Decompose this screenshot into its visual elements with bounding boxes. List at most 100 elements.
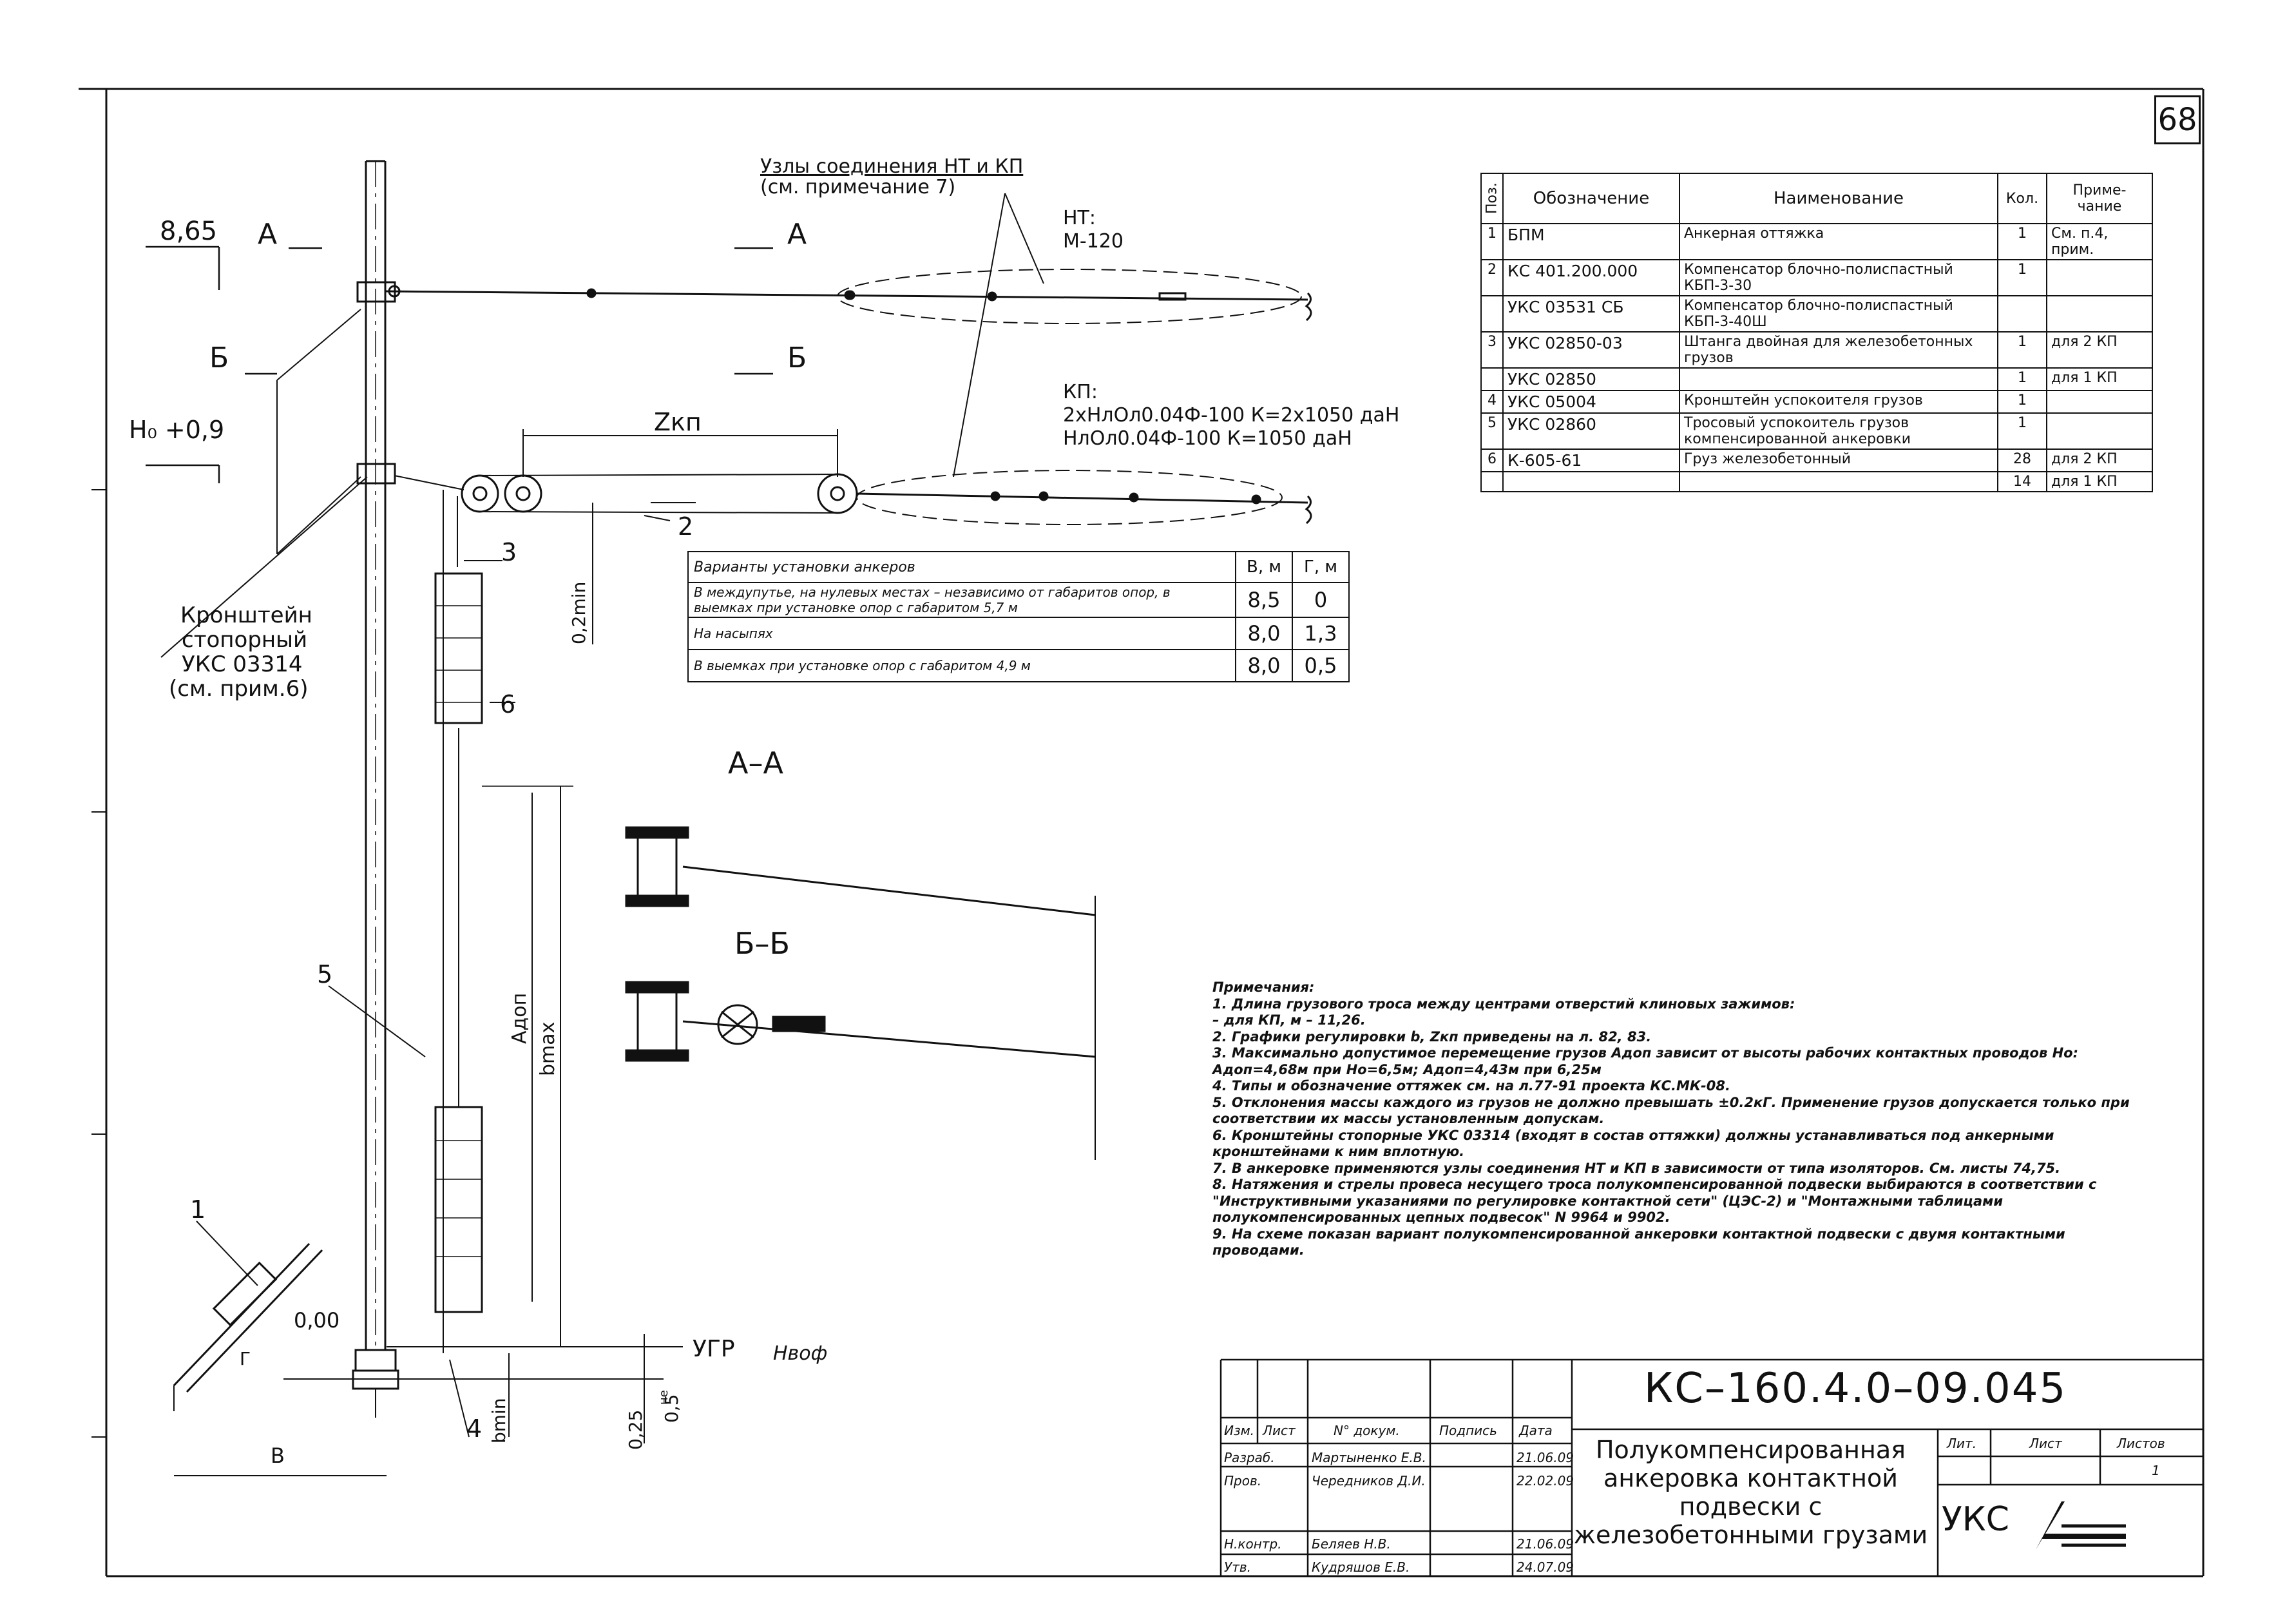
label-sec-b-right: Б: [787, 342, 807, 374]
note-item: 1. Длина грузового троса между центрами …: [1212, 996, 1795, 1012]
label-pos3: 3: [501, 538, 517, 566]
tb-role-date: 21.06.09: [1516, 1536, 1574, 1552]
spec-cell-note: [2046, 295, 2153, 333]
spec-cell-qty: 1: [1997, 390, 2047, 414]
variants-cell-g: 0,5: [1292, 649, 1350, 682]
spec-cell-name: Кронштейн успокоителя грузов: [1679, 390, 1998, 414]
spec-cell-qty: 14: [1997, 471, 2047, 492]
spec-cell-pos: 4: [1480, 390, 1504, 414]
variants-cell-v: 8,5: [1235, 582, 1293, 618]
note-item: 2. Графики регулировки b, Zкп приведены …: [1212, 1028, 1652, 1045]
guy-wire-top: [276, 309, 361, 381]
spec-cell-name: Груз железобетонный: [1679, 448, 1998, 472]
spec-cell-pos: [1480, 295, 1504, 333]
org-name: УКС: [1942, 1500, 2009, 1539]
tb-listov-val: 1: [2152, 1463, 2160, 1478]
tb-role-role: Пров.: [1224, 1473, 1262, 1489]
spec-cell-qty: 1: [1997, 331, 2047, 369]
variants-cell-v: 8,0: [1235, 617, 1293, 650]
label-kp-wire-1: 2хНлОл0.04Ф-100 К=2х1050 даН: [1063, 404, 1399, 427]
spec-table: Поз. Обозначение Наименование Кол. Приме…: [1480, 173, 2153, 492]
label-hvof: Нвоф: [773, 1342, 827, 1365]
spec-cell-name: Компенсатор блочно-полиспастный КБП-3-30: [1679, 259, 1998, 296]
spec-cell-name: [1679, 471, 1998, 492]
tb-role-name: Мартыненко Е.В.: [1312, 1450, 1426, 1465]
spec-cell-note: для 2 КП: [2046, 331, 2153, 369]
tb-role-name: Кудряшов Е.В.: [1312, 1559, 1410, 1575]
label-ht-nodes-1: Узлы соединения НТ и КП: [760, 155, 1023, 178]
label-dim-05: 0,5: [661, 1394, 682, 1423]
label-pos5: 5: [317, 960, 332, 988]
position-leaders: [160, 476, 696, 1438]
spec-cell-name: Штанга двойная для железобетонных грузов: [1679, 331, 1998, 369]
spec-header-qty: Кол.: [1997, 173, 2047, 224]
label-ht-title: НТ:: [1063, 207, 1096, 229]
label-level-h0: Н₀ +0,9: [129, 416, 224, 444]
variants-cell-v: 8,0: [1235, 649, 1293, 682]
label-bracket-2: стопорный: [182, 627, 307, 653]
spec-cell-name: Анкерная оттяжка: [1679, 223, 1998, 260]
label-bracket-3: УКС 03314: [182, 651, 303, 677]
label-pos6: 6: [500, 690, 515, 718]
note-item: 5. Отклонения массы каждого из грузов не…: [1212, 1094, 2130, 1127]
note-item: 6. Кронштейны стопорные УКС 03314 (входя…: [1212, 1127, 2054, 1160]
ht-wire-break: [1305, 292, 1312, 322]
view-aa-detail: [625, 826, 1096, 1160]
anchor-assembly: [173, 1242, 387, 1476]
tb-col-doc: N° докум.: [1334, 1423, 1400, 1438]
kp-joint-ellipse: [856, 470, 1283, 525]
tb-role-name: Чередников Д.И.: [1312, 1473, 1426, 1489]
note-item: – для КП, м – 11,26.: [1212, 1012, 1366, 1028]
spec-cell-code: К-605-61: [1502, 448, 1680, 472]
tb-role-role: Н.контр.: [1224, 1536, 1282, 1552]
spec-cell-note: См. п.4, прим.: [2046, 223, 2153, 260]
pole: [365, 160, 387, 1350]
foundation: [283, 1349, 664, 1418]
spec-cell-code: УКС 02850-03: [1502, 331, 1680, 369]
spec-cell-code: УКС 05004: [1502, 390, 1680, 414]
spec-cell-pos: 5: [1480, 412, 1504, 450]
note-item: 8. Натяжения и стрелы провеса несущего т…: [1212, 1177, 2097, 1225]
kp-wire-break: [1305, 495, 1312, 525]
tb-col-sign: Подпись: [1439, 1423, 1497, 1438]
spec-cell-code: [1502, 471, 1680, 492]
label-sec-b-left: Б: [209, 342, 229, 374]
spec-cell-pos: [1480, 471, 1504, 492]
spec-cell-name: Тросовый успокоитель грузов компенсирова…: [1679, 412, 1998, 450]
label-level-000: 0,00: [294, 1308, 340, 1333]
drawing-title: Полукомпенсированная анкеровка контактно…: [1573, 1436, 1928, 1549]
spec-cell-qty: 1: [1997, 367, 2047, 391]
leader-nodes-1: [953, 193, 1006, 477]
spec-cell-note: [2046, 390, 2153, 414]
tb-lit: Лит.: [1947, 1436, 1977, 1451]
spec-cell-note: [2046, 412, 2153, 450]
spec-cell-code: УКС 03531 СБ: [1502, 295, 1680, 333]
ht-clamp: [388, 285, 401, 298]
leader-nodes-2: [1004, 193, 1044, 284]
variants-row: В выемках при установке опор с габаритом…: [687, 649, 1350, 682]
label-zkp: Zкп: [654, 408, 702, 436]
section-markers: [146, 246, 773, 483]
tb-listov: Листов: [2117, 1436, 2165, 1451]
label-pos4: 4: [466, 1414, 482, 1443]
spec-cell-note: для 2 КП: [2046, 448, 2153, 472]
spec-header-pos: Поз.: [1481, 173, 1503, 224]
note-item: 7. В анкеровке применяются узлы соединен…: [1212, 1160, 2061, 1176]
label-view-bb: Б–Б: [734, 926, 790, 961]
spec-header-note: Приме- чание: [2046, 173, 2153, 224]
spec-cell-note: для 1 КП: [2046, 471, 2153, 492]
label-dim-025: 0,25: [625, 1410, 646, 1450]
notes-items: 1. Длина грузового троса между центрами …: [1212, 996, 2153, 1259]
spec-cell-pos: 6: [1480, 448, 1504, 472]
weights-upper: [434, 572, 483, 724]
kp-insulators: [990, 491, 1261, 505]
label-bracket-1: Кронштейн: [180, 603, 312, 628]
title-block: [1220, 1358, 2203, 1576]
